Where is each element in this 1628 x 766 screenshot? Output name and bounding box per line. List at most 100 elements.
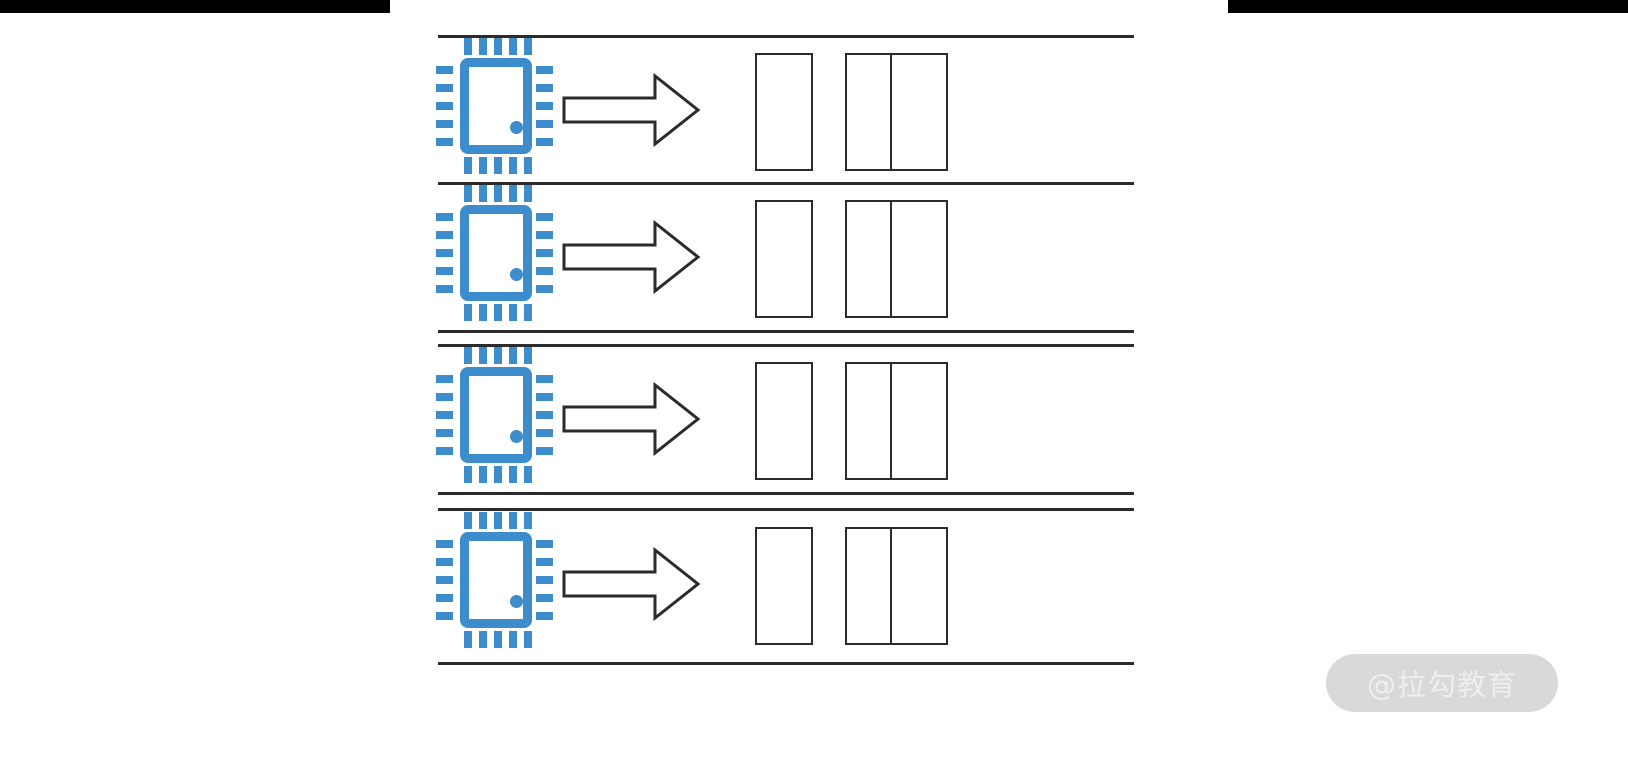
memory-block bbox=[890, 53, 948, 171]
diagram-row bbox=[0, 345, 1628, 493]
chip-pin-right bbox=[536, 393, 553, 401]
chip-pin-top bbox=[494, 38, 502, 55]
chip-pin-right bbox=[536, 540, 553, 548]
chip-pin-right bbox=[536, 66, 553, 74]
chip-pin-top bbox=[509, 512, 517, 529]
chip-pin-bottom bbox=[479, 466, 487, 483]
chip-pin-top bbox=[479, 512, 487, 529]
chip-pin-bottom bbox=[494, 157, 502, 174]
chip-pin-left bbox=[436, 375, 453, 383]
chip-pin1-dot bbox=[510, 595, 523, 608]
divider-rule-5 bbox=[438, 492, 1134, 495]
flow-arrow-icon bbox=[562, 546, 701, 622]
divider-rule-2 bbox=[438, 182, 1134, 185]
memory-block bbox=[890, 527, 948, 645]
flow-arrow-icon bbox=[562, 219, 701, 295]
chip-pin1-dot bbox=[510, 121, 523, 134]
divider-rule-6 bbox=[438, 508, 1134, 511]
chip-pin-bottom bbox=[479, 304, 487, 321]
chip-pin-bottom bbox=[464, 631, 472, 648]
chip-pin-left bbox=[436, 447, 453, 455]
chip-pin-top bbox=[524, 185, 532, 202]
chip-pin-left bbox=[436, 558, 453, 566]
chip-pin-right bbox=[536, 612, 553, 620]
chip-pin-right bbox=[536, 138, 553, 146]
flow-arrow-icon bbox=[562, 381, 701, 457]
chip-pin-left bbox=[436, 540, 453, 548]
chip-pin-left bbox=[436, 213, 453, 221]
diagram-row bbox=[0, 36, 1628, 184]
chip-pin-top bbox=[509, 347, 517, 364]
flow-arrow-icon bbox=[562, 72, 701, 148]
chip-pin-bottom bbox=[524, 157, 532, 174]
chip-pin-right bbox=[536, 411, 553, 419]
cpu-chip-icon bbox=[432, 183, 560, 323]
chip-pin-right bbox=[536, 285, 553, 293]
memory-block bbox=[755, 53, 813, 171]
chip-pin-left bbox=[436, 84, 453, 92]
divider-rule-4 bbox=[438, 344, 1134, 347]
chip-body bbox=[460, 58, 532, 154]
chip-pin-right bbox=[536, 375, 553, 383]
divider-rule-7 bbox=[438, 662, 1134, 665]
chip-pin-top bbox=[524, 38, 532, 55]
watermark-badge: @拉勾教育 bbox=[1326, 654, 1558, 712]
chip-body bbox=[460, 532, 532, 628]
chip-pin-right bbox=[536, 120, 553, 128]
chip-pin-left bbox=[436, 594, 453, 602]
chip-pin-right bbox=[536, 447, 553, 455]
top-black-bar-right bbox=[1228, 0, 1628, 13]
chip-pin-right bbox=[536, 594, 553, 602]
divider-rule-3 bbox=[438, 330, 1134, 333]
memory-block bbox=[890, 362, 948, 480]
chip-pin-left bbox=[436, 612, 453, 620]
chip-pin-bottom bbox=[509, 304, 517, 321]
chip-pin-top bbox=[464, 185, 472, 202]
memory-block bbox=[755, 527, 813, 645]
chip-pin-left bbox=[436, 267, 453, 275]
chip-pin1-dot bbox=[510, 430, 523, 443]
chip-pin-bottom bbox=[524, 304, 532, 321]
chip-pin-top bbox=[524, 512, 532, 529]
chip-pin-right bbox=[536, 102, 553, 110]
chip-pin-bottom bbox=[494, 466, 502, 483]
chip-pin-bottom bbox=[464, 304, 472, 321]
chip-pin-top bbox=[479, 185, 487, 202]
diagram-row bbox=[0, 183, 1628, 331]
memory-block bbox=[755, 362, 813, 480]
cpu-chip-icon bbox=[432, 36, 560, 176]
chip-pin-right bbox=[536, 576, 553, 584]
chip-pin-right bbox=[536, 231, 553, 239]
memory-block bbox=[755, 200, 813, 318]
cpu-chip-icon bbox=[432, 345, 560, 485]
chip-pin-right bbox=[536, 213, 553, 221]
chip-pin-top bbox=[509, 38, 517, 55]
chip-pin-top bbox=[464, 347, 472, 364]
chip-pin-left bbox=[436, 411, 453, 419]
chip-pin-right bbox=[536, 267, 553, 275]
chip-pin-bottom bbox=[464, 466, 472, 483]
chip-pin-top bbox=[494, 512, 502, 529]
chip-pin-left bbox=[436, 66, 453, 74]
chip-pin-bottom bbox=[509, 631, 517, 648]
chip-pin-top bbox=[479, 38, 487, 55]
memory-block bbox=[890, 200, 948, 318]
chip-pin-right bbox=[536, 84, 553, 92]
chip-pin-left bbox=[436, 285, 453, 293]
chip-pin-right bbox=[536, 249, 553, 257]
chip-pin-bottom bbox=[494, 304, 502, 321]
chip-pin-top bbox=[494, 185, 502, 202]
chip-pin-left bbox=[436, 393, 453, 401]
chip-pin-left bbox=[436, 138, 453, 146]
chip-pin-bottom bbox=[464, 157, 472, 174]
chip-pin-bottom bbox=[479, 631, 487, 648]
chip-pin-right bbox=[536, 558, 553, 566]
cpu-chip-icon bbox=[432, 510, 560, 650]
chip-pin-bottom bbox=[524, 631, 532, 648]
chip-body bbox=[460, 205, 532, 301]
chip-pin-top bbox=[509, 185, 517, 202]
chip-pin-top bbox=[479, 347, 487, 364]
chip-pin-left bbox=[436, 231, 453, 239]
chip-pin-top bbox=[494, 347, 502, 364]
